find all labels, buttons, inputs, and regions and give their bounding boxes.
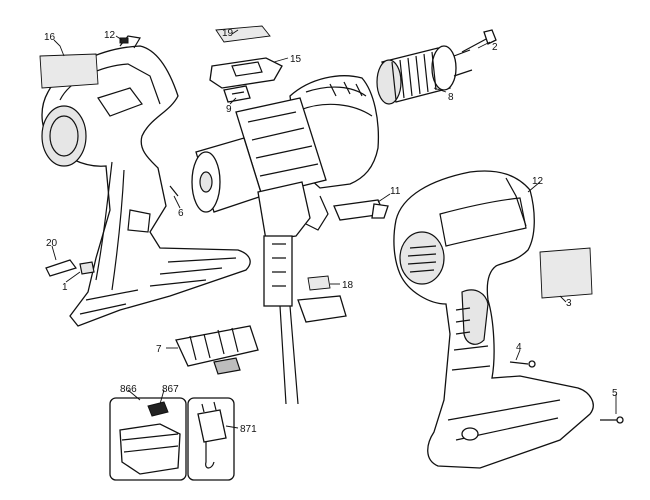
callout-3: 3 xyxy=(566,298,572,309)
leader-lines xyxy=(51,29,617,429)
chuck-screw xyxy=(461,29,497,53)
callout-8: 8 xyxy=(448,92,454,103)
small-parts xyxy=(45,37,624,424)
callout-866: 866 xyxy=(120,384,137,395)
callout-12-right: 12 xyxy=(532,176,544,187)
part-11-clip xyxy=(333,199,389,221)
charger-inset xyxy=(187,397,235,481)
callout-5: 5 xyxy=(612,388,618,399)
drill-chuck xyxy=(376,45,473,105)
callout-labels: 16 12 19 15 9 2 8 6 11 12 20 1 18 3 7 4 … xyxy=(44,28,618,435)
callout-7: 7 xyxy=(156,344,162,355)
callout-19: 19 xyxy=(222,28,234,39)
motor-transmission-assembly xyxy=(191,75,380,405)
callout-871: 871 xyxy=(240,424,257,435)
callout-9: 9 xyxy=(226,104,232,115)
callout-18: 18 xyxy=(342,280,354,291)
callout-4: 4 xyxy=(516,342,522,353)
callout-1: 1 xyxy=(62,282,68,293)
callout-867: 867 xyxy=(162,384,179,395)
label-tags xyxy=(39,53,593,299)
top-cover-pieces xyxy=(209,25,283,103)
callout-6: 6 xyxy=(178,208,184,219)
battery-inset xyxy=(109,397,187,481)
right-housing-half xyxy=(393,170,594,469)
callout-20: 20 xyxy=(46,238,58,249)
callout-12-left: 12 xyxy=(104,30,116,41)
left-housing-half xyxy=(41,35,251,327)
callout-2: 2 xyxy=(492,42,498,53)
callout-16: 16 xyxy=(44,32,56,43)
callout-15: 15 xyxy=(290,54,302,65)
terminal-block xyxy=(175,325,259,375)
callout-11: 11 xyxy=(390,186,401,197)
